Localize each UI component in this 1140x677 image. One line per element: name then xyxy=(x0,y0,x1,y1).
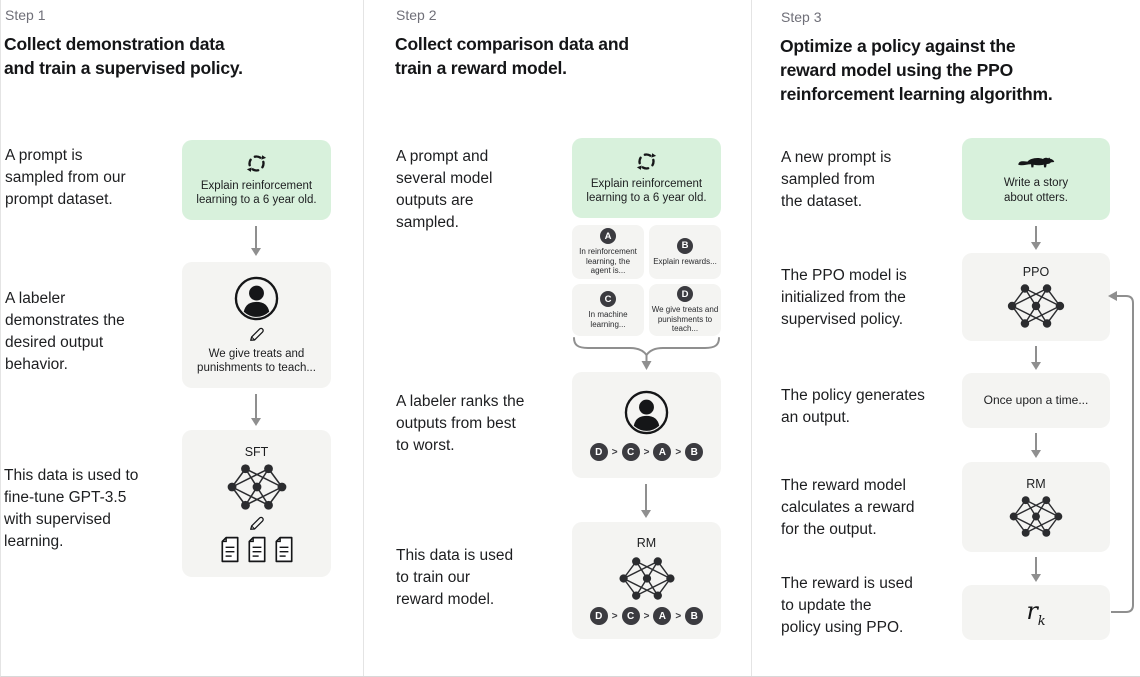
rank-separator: > xyxy=(675,610,682,622)
step1-caption-prompt: A prompt is sampled from our prompt data… xyxy=(5,147,126,208)
rm-model-label: RM xyxy=(636,536,657,550)
sft-model-label: SFT xyxy=(244,444,269,459)
arrow-down-icon xyxy=(1031,226,1041,250)
rank-separator: > xyxy=(643,610,650,622)
step1-prompt-text: Explain reinforcement learning to a 6 ye… xyxy=(196,179,317,207)
step2-label: Step 2 xyxy=(396,7,437,23)
output-text-d: We give treats and punishments to teach.… xyxy=(651,305,719,334)
ranking-row: D > C > A > B xyxy=(589,607,704,625)
neural-network-icon xyxy=(1008,495,1064,538)
output-badge-a: A xyxy=(600,228,616,245)
step3-caption-init: The PPO model is initialized from the su… xyxy=(781,267,907,328)
step2-prompt-text: Explain reinforcement learning to a 6 ye… xyxy=(586,177,707,205)
feedback-loop-arrow-icon xyxy=(1108,291,1134,613)
refresh-icon xyxy=(246,153,267,174)
arrow-down-icon xyxy=(1031,433,1041,458)
rank-badge: A xyxy=(653,443,672,461)
refresh-icon xyxy=(636,151,657,172)
step1-prompt-box: Explain reinforcement learning to a 6 ye… xyxy=(182,140,331,220)
document-icon xyxy=(219,536,241,563)
rank-badge: D xyxy=(589,607,608,625)
labeler-person-icon xyxy=(623,389,670,436)
step3-prompt-box: Write a story about otters. xyxy=(962,138,1110,220)
rank-badge: C xyxy=(621,443,640,461)
step3-prompt-text: Write a story about otters. xyxy=(1003,177,1069,204)
arrow-down-icon xyxy=(1031,557,1041,582)
reward-value: rk xyxy=(1026,596,1046,629)
step3-caption-output: The policy generates an output. xyxy=(781,387,925,426)
rank-badge: A xyxy=(653,607,672,625)
step3-output-box: Once upon a time... xyxy=(962,373,1110,428)
step1-demonstration-text: We give treats and punishments to teach.… xyxy=(197,347,316,375)
output-badge-b: B xyxy=(677,237,693,254)
documents-icon xyxy=(219,536,295,563)
step2-caption-sample: A prompt and several model outputs are s… xyxy=(396,148,493,231)
step3-title: Optimize a policy against the reward mod… xyxy=(780,36,1053,104)
rank-badge: C xyxy=(621,607,640,625)
neural-network-icon xyxy=(226,463,288,511)
step1-labeler-box: We give treats and punishments to teach.… xyxy=(182,262,331,388)
step3-label: Step 3 xyxy=(781,9,822,25)
ppo-model-label: PPO xyxy=(1022,265,1050,279)
output-box-d: D We give treats and punishments to teac… xyxy=(649,284,721,336)
step3-caption-update: The reward is used to update the policy … xyxy=(781,575,913,636)
step3-caption-reward: The reward model calculates a reward for… xyxy=(781,477,915,538)
document-icon xyxy=(246,536,268,563)
step2-rm-model-box: RM D > C > A > B xyxy=(572,522,721,639)
step2-prompt-box: Explain reinforcement learning to a 6 ye… xyxy=(572,138,721,218)
step1-caption-labeler: A labeler demonstrates the desired outpu… xyxy=(5,290,125,373)
rank-badge: D xyxy=(589,443,608,461)
rm-model-label: RM xyxy=(1026,476,1046,491)
labeler-person-icon xyxy=(233,275,280,322)
step1-label: Step 1 xyxy=(5,7,46,23)
document-icon xyxy=(273,536,295,563)
column-divider-2 xyxy=(751,0,752,676)
step3-caption-prompt: A new prompt is sampled from the dataset… xyxy=(781,149,892,210)
step1-title: Collect demonstration data and train a s… xyxy=(4,34,243,78)
step2-caption-rank: A labeler ranks the outputs from best to… xyxy=(396,393,525,454)
step2-caption-train: This data is used to train our reward mo… xyxy=(396,547,514,608)
column-divider-1 xyxy=(363,0,364,676)
output-text-c: In machine learning... xyxy=(588,310,628,329)
output-badge-d: D xyxy=(677,286,693,303)
step2-title: Collect comparison data and train a rewa… xyxy=(395,34,629,78)
rank-separator: > xyxy=(611,446,618,458)
converge-brace-arrow-icon xyxy=(573,337,720,370)
arrow-down-icon xyxy=(641,484,651,518)
output-badge-c: C xyxy=(600,291,616,307)
rank-separator: > xyxy=(675,446,682,458)
step2-ranking-box: D > C > A > B xyxy=(572,372,721,478)
ranking-row: D > C > A > B xyxy=(589,443,704,461)
rank-separator: > xyxy=(643,446,650,458)
pencil-icon xyxy=(248,515,265,532)
step3-rm-model-box: RM xyxy=(962,462,1110,552)
arrow-down-icon xyxy=(251,226,261,256)
output-box-c: C In machine learning... xyxy=(572,284,644,336)
output-box-a: A In reinforcement learning, the agent i… xyxy=(572,225,644,279)
rank-badge: B xyxy=(685,443,704,461)
rank-badge: B xyxy=(685,607,704,625)
output-text-b: Explain rewards... xyxy=(653,256,717,266)
step1-caption-finetune: This data is used to fine-tune GPT-3.5 w… xyxy=(4,467,139,550)
rank-separator: > xyxy=(611,610,618,622)
otter-icon xyxy=(1017,153,1055,170)
step1-sft-model-box: SFT xyxy=(182,430,331,577)
step3-output-text: Once upon a time... xyxy=(983,393,1089,408)
neural-network-icon xyxy=(1006,283,1066,329)
output-box-b: B Explain rewards... xyxy=(649,225,721,279)
neural-network-icon xyxy=(618,556,676,601)
step3-reward-box: rk xyxy=(962,585,1110,640)
arrow-down-icon xyxy=(251,394,261,426)
step3-ppo-model-box: PPO xyxy=(962,253,1110,341)
arrow-down-icon xyxy=(1031,346,1041,370)
output-text-a: In reinforcement learning, the agent is.… xyxy=(579,247,637,276)
pencil-icon xyxy=(248,326,265,343)
